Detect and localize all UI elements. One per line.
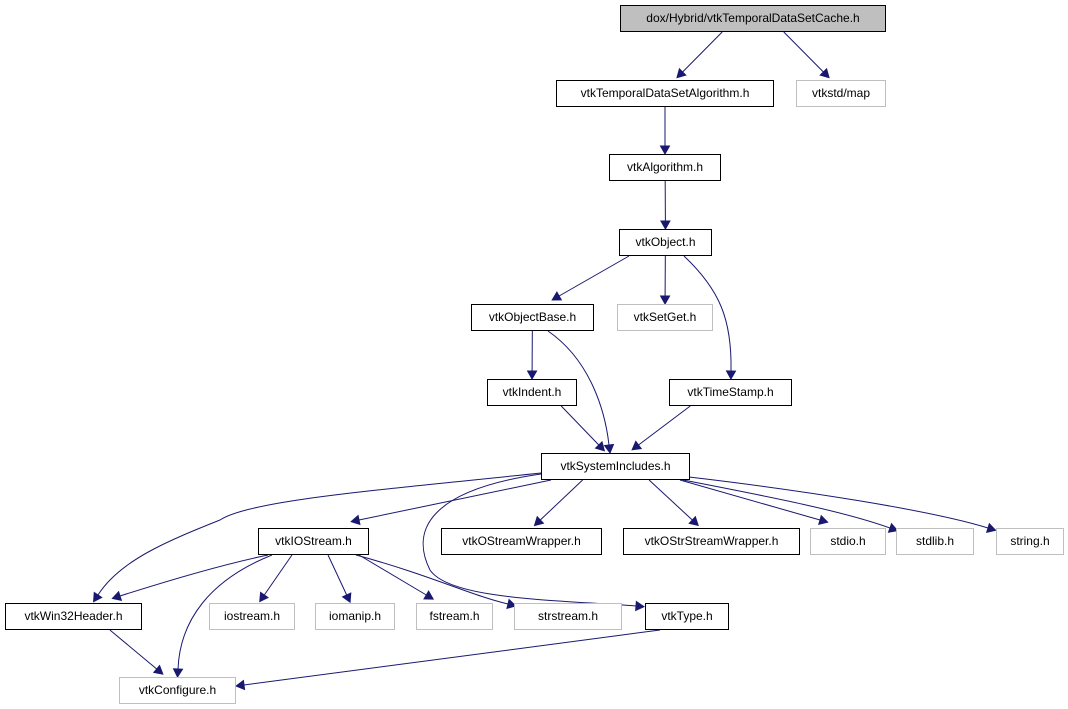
arrowhead-icon <box>660 220 671 231</box>
node-vtkType[interactable]: vtkType.h <box>645 603 729 630</box>
arrowhead-icon <box>235 679 246 691</box>
arrowhead-icon <box>423 590 435 600</box>
arrowhead-icon <box>688 515 699 527</box>
arrowhead-icon <box>526 370 538 381</box>
arrowhead-icon <box>341 592 352 604</box>
edge-iostreamh-win32 <box>119 554 269 597</box>
edge-iostreamh-iomanip <box>327 554 348 596</box>
node-vtkSystemIncludes[interactable]: vtkSystemIncludes.h <box>541 453 690 480</box>
node-stdio: stdio.h <box>810 528 886 555</box>
node-vtkstd-map: vtkstd/map <box>796 80 886 107</box>
arrowhead-icon <box>603 443 615 454</box>
edge-timestamp-sysinc <box>638 405 691 446</box>
node-vtkAlgorithm[interactable]: vtkAlgorithm.h <box>609 154 721 181</box>
edge-obj-timestamp <box>683 255 732 372</box>
arrowhead-icon <box>985 522 997 533</box>
edge-sysinc-iostreamh <box>358 479 552 521</box>
arrowhead-icon <box>172 668 184 679</box>
arrowhead-icon <box>152 664 164 675</box>
node-fstream: fstream.h <box>416 603 493 630</box>
edge-win32-configure <box>109 629 158 670</box>
arrowhead-icon <box>887 522 899 533</box>
edge-obj-objbase <box>558 255 630 297</box>
edge-indent-sysinc <box>560 405 600 446</box>
arrowhead-icon <box>818 514 829 526</box>
node-iomanip: iomanip.h <box>315 603 395 630</box>
node-vtkSetGet: vtkSetGet.h <box>617 304 713 331</box>
arrowhead-icon <box>659 145 671 156</box>
node-stdlib: stdlib.h <box>896 528 974 555</box>
edge-root-tdsa <box>682 31 723 73</box>
edge-sysinc-osw <box>539 479 583 521</box>
node-vtkTemporalDataSetAlgorithm[interactable]: vtkTemporalDataSetAlgorithm.h <box>556 80 774 107</box>
edge-sysinc-ossw <box>648 479 693 521</box>
node-root-file: dox/Hybrid/vtkTemporalDataSetCache.h <box>620 5 886 32</box>
arrowhead-icon <box>259 591 269 603</box>
edge-sysinc-type <box>422 473 637 607</box>
arrowhead-icon <box>551 291 563 301</box>
node-vtkObject[interactable]: vtkObject.h <box>619 229 712 256</box>
edge-type-configure <box>243 629 661 686</box>
arrowhead-icon <box>533 515 545 527</box>
arrowhead-icon <box>631 440 643 451</box>
node-vtkConfigure: vtkConfigure.h <box>119 677 236 704</box>
node-vtkOStreamWrapper[interactable]: vtkOStreamWrapper.h <box>441 528 602 555</box>
edge-sysinc-stdlib <box>682 479 891 529</box>
node-vtkTimeStamp[interactable]: vtkTimeStamp.h <box>669 379 792 406</box>
edge-iostreamh-configure <box>177 554 273 670</box>
arrowhead-icon <box>635 600 645 612</box>
node-vtkWin32Header[interactable]: vtkWin32Header.h <box>5 603 142 630</box>
node-strstream: strstream.h <box>514 603 622 630</box>
arrowhead-icon <box>594 440 606 452</box>
node-iostream: iostream.h <box>209 603 295 630</box>
edge-iostreamh-fstream <box>358 554 427 596</box>
edge-root-map <box>783 31 824 73</box>
node-vtkOStrStreamWrapper[interactable]: vtkOStrStreamWrapper.h <box>623 528 800 555</box>
arrowhead-icon <box>111 590 123 601</box>
node-string: string.h <box>996 528 1064 555</box>
arrowhead-icon <box>659 295 671 306</box>
arrowhead-icon <box>725 370 737 381</box>
edge-iostreamh-iostream <box>263 554 293 596</box>
node-vtkObjectBase[interactable]: vtkObjectBase.h <box>471 304 594 331</box>
edge-sysinc-stdio <box>679 479 821 521</box>
edge-sysinc-win32 <box>97 472 542 596</box>
arrowhead-icon <box>676 67 687 79</box>
arrowhead-icon <box>93 591 103 603</box>
arrowhead-icon <box>350 514 361 526</box>
node-vtkIndent[interactable]: vtkIndent.h <box>487 379 577 406</box>
arrowhead-icon <box>506 598 517 610</box>
edge-sysinc-string <box>688 476 989 529</box>
arrowhead-icon <box>819 67 830 79</box>
node-vtkIOStream[interactable]: vtkIOStream.h <box>258 528 369 555</box>
edge-iostreamh-strstream <box>355 554 509 605</box>
edge-objbase-sysinc <box>547 330 610 446</box>
